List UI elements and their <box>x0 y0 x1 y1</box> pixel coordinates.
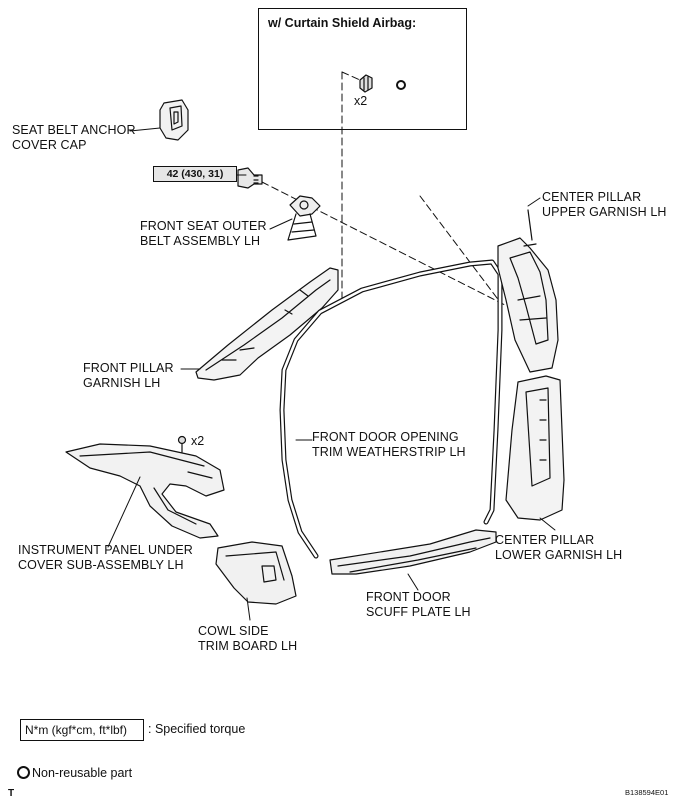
label-front-seat-outer-belt: FRONT SEAT OUTER BELT ASSEMBLY LH <box>140 219 267 248</box>
instrument-panel-under-cover-shape <box>65 443 225 539</box>
legend-torque-box: N*m (kgf*cm, ft*lbf) <box>20 719 144 741</box>
inset-title: w/ Curtain Shield Airbag: <box>268 16 417 30</box>
footer-left-mark: T <box>8 788 15 799</box>
front-seat-outer-belt-shape <box>287 195 321 241</box>
legend-torque-text: : Specified torque <box>148 722 246 736</box>
seat-belt-anchor-cover-cap-shape <box>159 99 189 141</box>
front-pillar-garnish-shape <box>195 267 339 381</box>
figure-code: B138594E01 <box>625 788 669 797</box>
non-reusable-icon <box>17 766 30 779</box>
center-pillar-lower-garnish-shape <box>505 375 565 521</box>
torque-spec-box: 42 (430, 31) <box>153 166 237 182</box>
front-door-scuff-plate-shape <box>329 529 497 575</box>
bolt-quantity: x2 <box>191 434 205 448</box>
label-instrument-panel-under-cover: INSTRUMENT PANEL UNDER COVER SUB-ASSEMBL… <box>18 543 193 572</box>
curtain-airbag-inset <box>258 8 467 130</box>
legend-non-reusable: Non-reusable part <box>32 766 133 780</box>
non-reusable-ring-icon <box>396 80 406 90</box>
cowl-side-trim-board-shape <box>215 541 297 605</box>
inset-quantity: x2 <box>354 94 368 108</box>
label-front-door-scuff-plate: FRONT DOOR SCUFF PLATE LH <box>366 590 471 619</box>
label-cowl-side-trim-board: COWL SIDE TRIM BOARD LH <box>198 624 298 653</box>
center-pillar-upper-garnish-shape <box>497 209 559 373</box>
label-seat-belt-anchor-cover-cap: SEAT BELT ANCHOR COVER CAP <box>12 123 136 152</box>
label-center-pillar-lower-garnish: CENTER PILLAR LOWER GARNISH LH <box>495 533 623 562</box>
label-front-door-opening-weatherstrip: FRONT DOOR OPENING TRIM WEATHERSTRIP LH <box>312 430 466 459</box>
door-opening-weatherstrip-shape <box>279 259 503 559</box>
label-front-pillar-garnish: FRONT PILLAR GARNISH LH <box>83 361 174 390</box>
panel-clip-bolt-shape <box>177 435 187 453</box>
label-center-pillar-upper-garnish: CENTER PILLAR UPPER GARNISH LH <box>542 190 667 219</box>
anchor-bolt-shape <box>237 167 263 189</box>
inset-clip-icon <box>359 74 373 93</box>
